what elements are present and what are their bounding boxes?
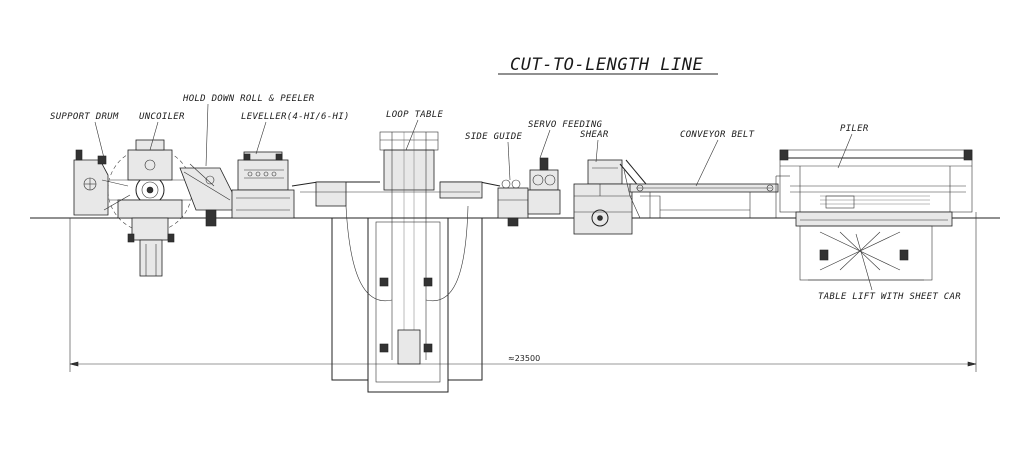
support-drum xyxy=(73,149,109,216)
uncoiler xyxy=(101,139,193,277)
drawing-title: CUT-TO-LENGTH LINE xyxy=(510,55,703,75)
piler xyxy=(775,149,973,218)
conveyor-belt xyxy=(619,159,779,219)
label-support-drum: SUPPORT DRUM xyxy=(50,112,119,122)
label-uncoiler: UNCOILER xyxy=(139,112,185,122)
label-side-guide: SIDE GUIDE xyxy=(465,132,522,142)
side-guide xyxy=(497,179,529,227)
label-hold-down-roll-peeler: HOLD DOWN ROLL & PEELER xyxy=(182,94,315,104)
label-piler: PILER xyxy=(840,124,869,134)
servo-feeding xyxy=(527,157,561,215)
label-leveller: LEVELLER(4-HI/6-HI) xyxy=(241,112,350,122)
leveller xyxy=(231,151,295,219)
label-conveyor-belt: CONVEYOR BELT xyxy=(680,130,755,140)
label-loop-table: LOOP TABLE xyxy=(386,110,443,120)
loop-table xyxy=(291,131,501,393)
table-lift-sheet-car xyxy=(795,211,953,281)
overall-length-value: ≈23500 xyxy=(508,354,540,363)
label-table-lift-sheet-car: TABLE LIFT WITH SHEET CAR xyxy=(818,292,961,302)
shear xyxy=(573,159,633,235)
leader-lines xyxy=(94,103,873,291)
label-shear: SHEAR xyxy=(580,130,609,140)
overall-dimension xyxy=(69,212,977,372)
hold-down-roll-peeler xyxy=(179,163,237,227)
label-servo-feeding: SERVO FEEDING xyxy=(528,120,603,130)
